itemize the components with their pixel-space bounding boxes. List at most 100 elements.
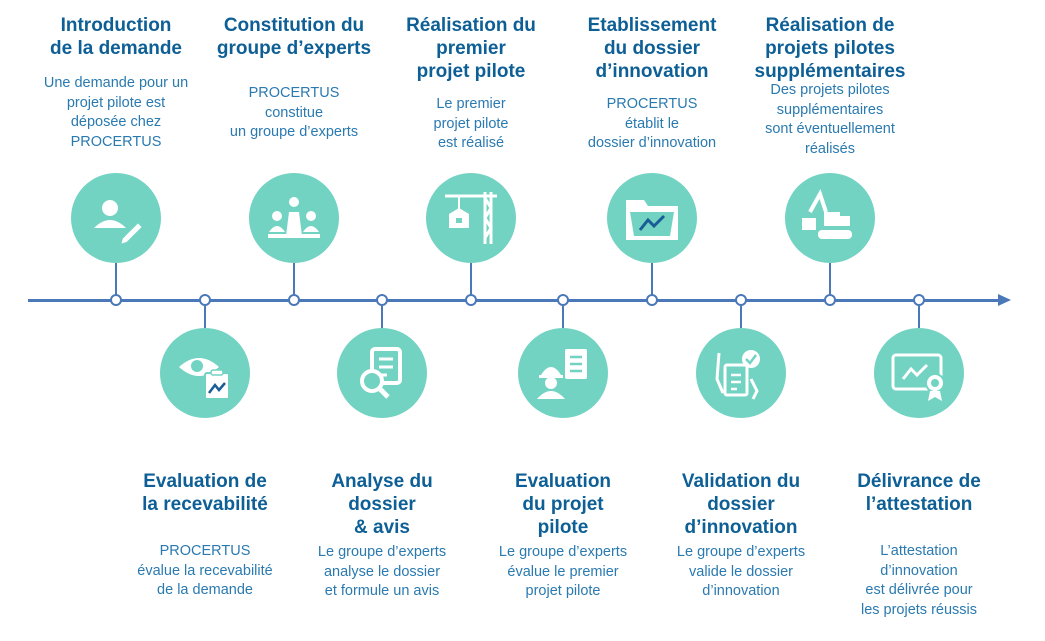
step-description-line: d’innovation [702, 583, 780, 599]
timeline-node [824, 294, 836, 306]
step-title-line: groupe d’experts [216, 38, 372, 59]
timeline-axis [28, 299, 1000, 302]
step-circle [696, 328, 786, 418]
step-title-line: dossier [348, 494, 416, 515]
step-title-line: Evaluation de [143, 471, 267, 492]
step-description-line: PROCERTUS [248, 85, 340, 101]
step-title-line: du projet [522, 494, 604, 515]
step-description-line: est délivrée pour [865, 582, 973, 598]
step-description-line: supplémentaires [776, 101, 884, 118]
document-search-icon [360, 347, 402, 399]
step-description-line: déposée chez [70, 114, 162, 130]
step-description-line: Une demande pour un [43, 75, 189, 91]
step-title-line: Réalisation du [406, 15, 536, 36]
eye-clipboard-icon [179, 358, 230, 400]
timeline-node [465, 294, 477, 306]
step-title-line: de la demande [50, 38, 182, 59]
step-title-line: d’innovation [595, 61, 709, 82]
step-description-line: est réalisé [437, 135, 505, 151]
step-title-line: Etablissement [587, 15, 717, 36]
step-title-line: supplémentaires [754, 61, 906, 82]
step-description-line: PROCERTUS [159, 543, 251, 559]
step-title-line: premier [436, 38, 506, 59]
timeline-connector [562, 306, 564, 328]
step-circle [874, 328, 964, 418]
step-title-line: & avis [354, 517, 410, 538]
timeline-node [199, 294, 211, 306]
step-description-line: dossier d’innovation [587, 135, 717, 151]
excavator-icon [802, 189, 852, 239]
step-description-line: évalue la recevabilité [137, 562, 273, 579]
step-description-line: d’innovation [880, 562, 958, 579]
step-description-line: L’attestation [880, 543, 958, 559]
step-circle [337, 328, 427, 418]
step-title-line: l’attestation [865, 494, 973, 515]
timeline-connector [651, 263, 653, 295]
timeline-arrow-icon [998, 294, 1011, 306]
timeline-connector [740, 306, 742, 328]
step-description-line: projet pilote [433, 115, 509, 132]
step-description: Une demande pour un projet pilote est dépo… [21, 74, 211, 152]
step-description-line: Des projets pilotes [770, 82, 890, 98]
timeline-node [376, 294, 388, 306]
step-title-line: Constitution du [223, 15, 365, 36]
certificate-icon [891, 353, 945, 401]
step-title-line: projets pilotes [765, 38, 895, 59]
timeline-node [288, 294, 300, 306]
user-edit-icon [94, 200, 145, 247]
step-title-line: la recevabilité [142, 494, 268, 515]
step-description-line: projet pilote est [66, 94, 166, 111]
step-circle [71, 173, 161, 263]
timeline-node [110, 294, 122, 306]
timeline-connector [470, 263, 472, 295]
step-description: PROCERTUS évalue la recevabilité de la dem… [110, 542, 300, 601]
step-description-line: valide le dossier [689, 563, 793, 580]
step-description-line: PROCERTUS [70, 133, 162, 150]
step-title-line: Introduction [60, 15, 172, 36]
timeline-connector [115, 263, 117, 295]
step-title-line: Validation du [681, 471, 801, 492]
step-circle [249, 173, 339, 263]
step-circle [785, 173, 875, 263]
timeline-connector [204, 306, 206, 328]
timeline-node [646, 294, 658, 306]
step-title-line: Délivrance de [857, 471, 981, 492]
hand-check-icon [715, 350, 760, 400]
timeline-connector [381, 306, 383, 328]
step-description-line: et formule un avis [324, 583, 440, 599]
step-circle [160, 328, 250, 418]
step-title-line: Evaluation [514, 471, 612, 492]
step-circle [426, 173, 516, 263]
step-circle [607, 173, 697, 263]
step-description-line: analyse le dossier [323, 563, 441, 580]
step-description-line: projet pilote [525, 583, 601, 599]
folder-chart-icon [626, 200, 678, 240]
step-title-line: projet pilote [416, 61, 526, 82]
timeline-node [735, 294, 747, 306]
step-description-line: réalisés [805, 140, 855, 157]
step-description-line: de la demande [157, 582, 253, 598]
